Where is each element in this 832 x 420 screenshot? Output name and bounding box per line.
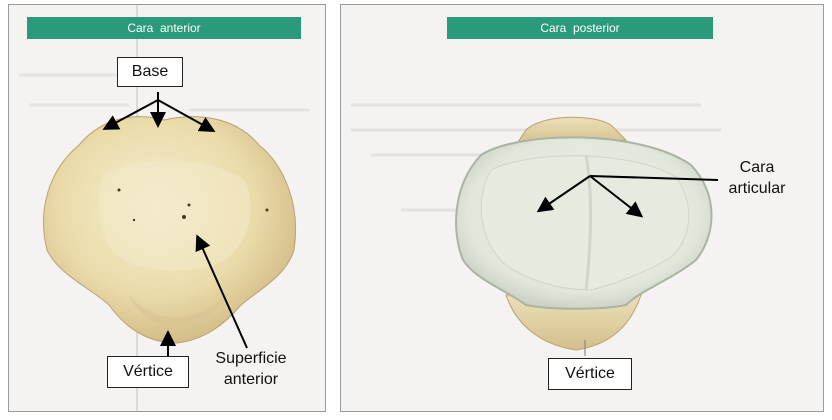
vertical-ridge xyxy=(584,154,592,291)
articular-surface-label-line2: articular xyxy=(728,180,786,197)
anterior-view-header: Cara anterior xyxy=(27,17,301,39)
patella-highlight xyxy=(99,160,252,271)
articular-surface-label-line1: Cara xyxy=(739,159,775,176)
vascular-foramina xyxy=(117,188,269,222)
anterior-surface-label: Superficie anterior xyxy=(206,348,296,390)
anterior-surface-label-line1: Superficie xyxy=(215,350,287,367)
vertex-label-anterior: Vértice xyxy=(107,356,189,388)
posterior-patella-illustration xyxy=(341,5,823,411)
patella-apex-bone xyxy=(505,294,642,351)
base-label: Base xyxy=(117,57,183,87)
vertex-label-posterior: Vértice xyxy=(548,358,632,390)
anterior-surface-label-line2: anterior xyxy=(223,371,279,388)
articular-surface-label: Cara articular xyxy=(712,157,802,199)
posterior-view-header: Cara posterior xyxy=(447,17,713,39)
posterior-view-panel: Cara posterior xyxy=(340,4,824,412)
